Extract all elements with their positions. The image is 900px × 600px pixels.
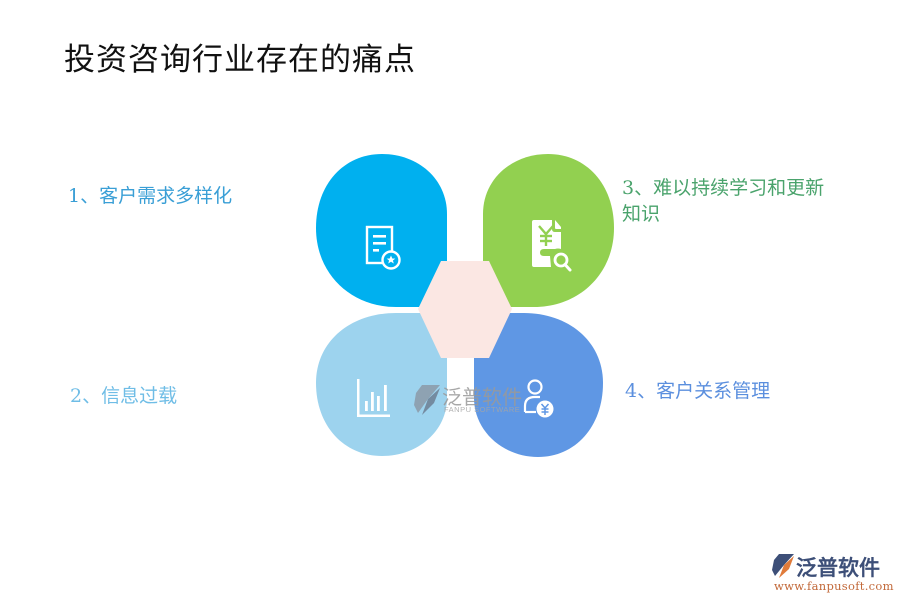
- pain-point-label-3: 3、难以持续学习和更新 知识: [622, 175, 824, 227]
- brand-url: www.fanpusoft.com: [774, 579, 894, 593]
- brand-logo-icon: [772, 554, 794, 578]
- pain-point-label-4: 4、客户关系管理: [625, 380, 771, 402]
- pain-point-label-3-line2: 知识: [622, 203, 661, 225]
- page-title: 投资咨询行业存在的痛点: [64, 42, 416, 78]
- pain-point-label-1: 1、客户需求多样化: [68, 185, 233, 207]
- watermark-en: FANPU SOFTWARE: [444, 405, 521, 414]
- petal-bottom-right: [474, 313, 603, 457]
- fanpu-logo-icon: [414, 385, 440, 415]
- brand-name: 泛普软件: [796, 556, 880, 580]
- petal-bottom-left: [316, 313, 447, 456]
- yen-document-search-icon: [532, 220, 572, 272]
- brand-logo: 泛普软件 www.fanpusoft.com: [768, 552, 896, 596]
- watermark: 泛普软件 FANPU SOFTWARE: [414, 383, 524, 419]
- petal-top-left: [316, 154, 447, 307]
- pain-point-label-3-line1: 3、难以持续学习和更新: [622, 177, 825, 199]
- pain-point-label-2: 2、信息过载: [70, 385, 178, 407]
- center-hexagon: [418, 261, 512, 358]
- bar-chart-icon: [357, 379, 390, 417]
- watermark-cn: 泛普软件: [442, 385, 522, 409]
- document-star-icon: [365, 225, 401, 270]
- user-yen-icon: [523, 379, 554, 418]
